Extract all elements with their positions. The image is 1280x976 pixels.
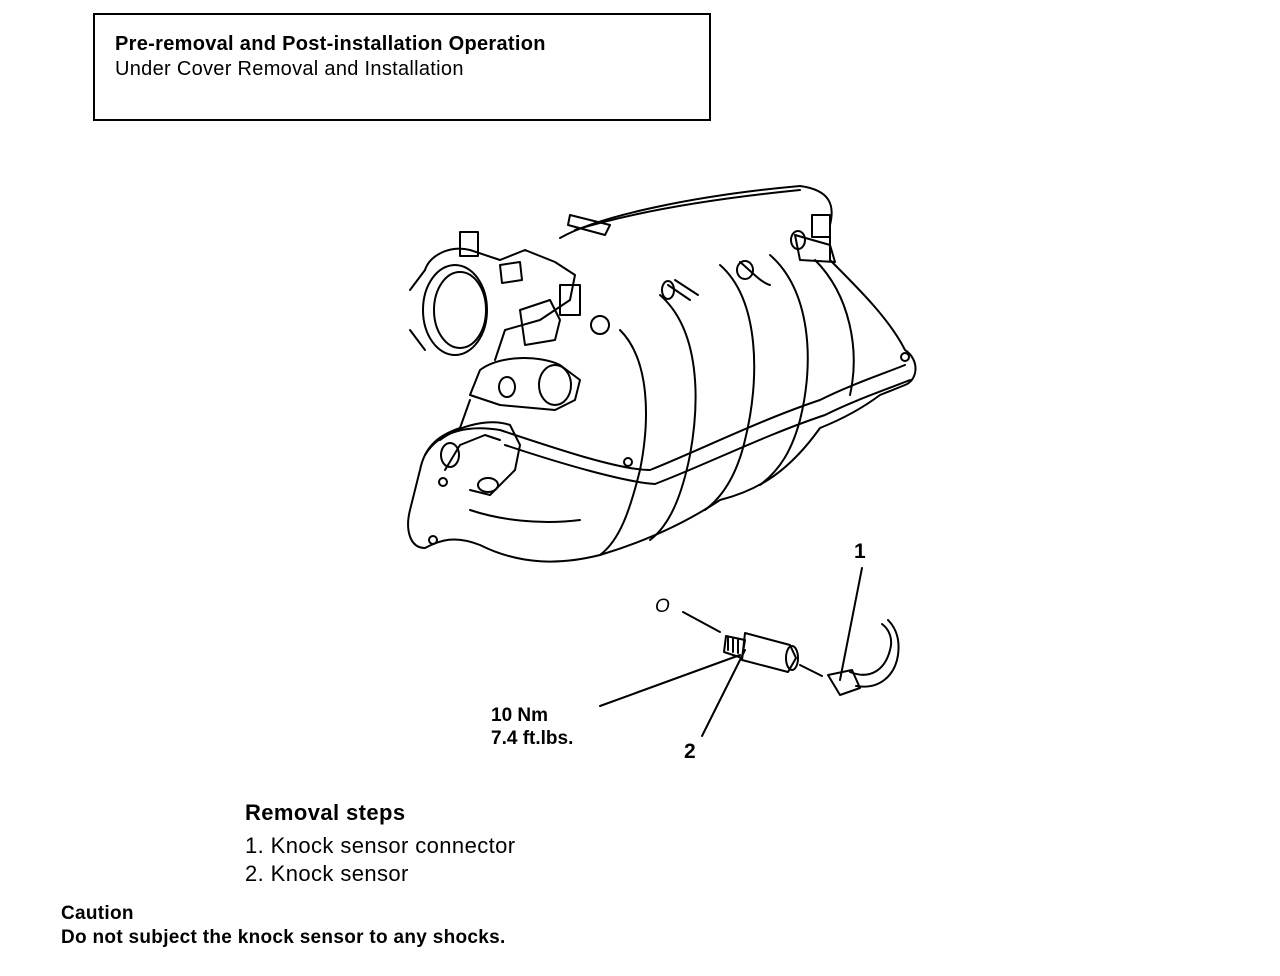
torque-spec: 10 Nm 7.4 ft.lbs.	[491, 704, 573, 750]
oring-guide-line	[682, 611, 721, 633]
operation-subtitle: Under Cover Removal and Installation	[115, 58, 464, 80]
knock-sensor	[723, 632, 799, 673]
removal-step-2: 2. Knock sensor	[245, 861, 409, 886]
callout-1: 1	[854, 540, 866, 563]
removal-steps-heading: Removal steps	[245, 800, 406, 825]
removal-steps: Removal steps 1. Knock sensor connector …	[245, 800, 515, 888]
callout-2: 2	[684, 740, 696, 763]
intake-manifold	[407, 185, 917, 563]
leader-line-2	[701, 649, 746, 737]
caution-text: Do not subject the knock sensor to any s…	[61, 927, 506, 948]
oring-label: O	[655, 596, 670, 617]
knock-sensor-connector	[827, 619, 900, 696]
torque-nm: 10 Nm	[491, 705, 549, 726]
connector-guide-line	[799, 664, 823, 677]
leader-line-torque	[599, 654, 741, 707]
torque-ftlbs: 7.4 ft.lbs.	[491, 728, 574, 749]
leader-line-1	[839, 567, 863, 681]
operation-box: Pre-removal and Post-installation Operat…	[93, 13, 711, 121]
caution-heading: Caution	[61, 903, 134, 924]
caution-note: Caution Do not subject the knock sensor …	[61, 902, 506, 950]
throttle-body	[409, 231, 610, 496]
removal-step-1: 1. Knock sensor connector	[245, 833, 516, 858]
operation-title: Pre-removal and Post-installation Operat…	[115, 33, 546, 55]
